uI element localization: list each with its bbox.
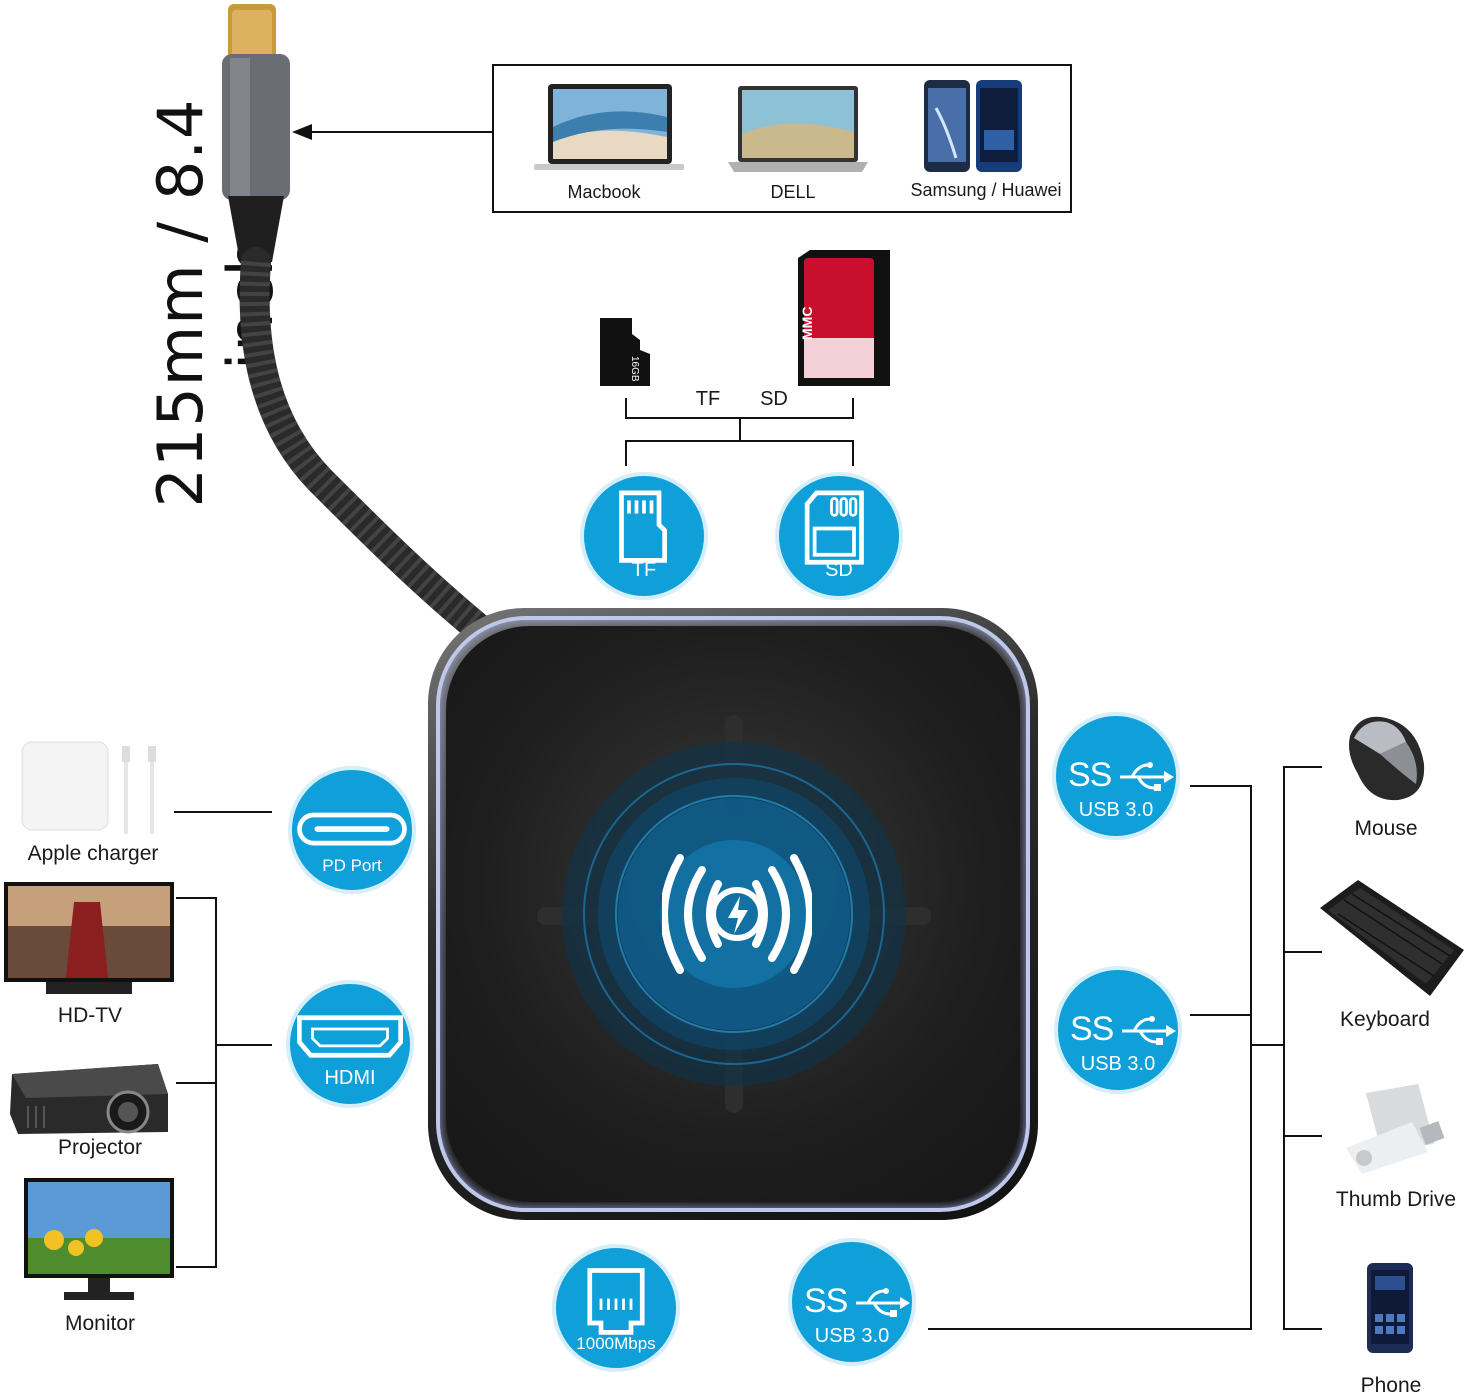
ethernet-port-icon	[587, 1268, 645, 1335]
connector-line	[176, 897, 217, 899]
connector-line	[176, 1266, 217, 1268]
device-label-dell: DELL	[770, 182, 816, 202]
keyboard-image	[1320, 880, 1464, 996]
projector-image	[10, 1064, 168, 1134]
usb-trident-icon	[1122, 1016, 1176, 1045]
superspeed-mark: SS	[1070, 1010, 1114, 1048]
tf-card-label: TF	[695, 388, 721, 410]
apple-charger-label: Apple charger	[27, 842, 159, 865]
hub-light-ring	[436, 616, 1030, 1212]
connector-line	[1284, 1135, 1322, 1137]
bracket-line	[625, 440, 854, 442]
microsd-print: 16GB	[629, 356, 640, 382]
connector-line	[1284, 951, 1322, 953]
usb-port-2-badge: SS USB 3.0	[1054, 966, 1182, 1094]
tf-port-badge: TF	[580, 472, 708, 600]
sd-print-mmc: MMC	[799, 307, 815, 340]
connector-line	[1284, 766, 1322, 768]
connector-line	[1251, 1044, 1285, 1046]
sd-card-icon	[804, 490, 864, 565]
mouse-image	[1349, 716, 1425, 801]
phone-image	[1367, 1263, 1413, 1353]
bracket-line	[625, 440, 627, 466]
usb-port-3-label: USB 3.0	[814, 1325, 890, 1347]
superspeed-mark: SS	[804, 1282, 848, 1320]
bracket-line	[852, 398, 854, 418]
usb-port-3-badge: SS USB 3.0	[788, 1238, 916, 1366]
device-label-macbook: Macbook	[567, 182, 641, 202]
keyboard-label: Keyboard	[1340, 1008, 1430, 1031]
connector-line	[176, 1082, 217, 1084]
usb-c-port-icon	[297, 812, 407, 846]
monitor-image	[24, 1178, 174, 1300]
connector-line	[1190, 785, 1252, 787]
hdmi-port-label: HDMI	[324, 1067, 376, 1089]
wireless-charging-icon	[662, 854, 812, 974]
tf-card-icon	[619, 490, 667, 563]
dell-laptop-image	[728, 86, 868, 172]
macbook-image	[534, 84, 684, 170]
hdtv-image	[4, 882, 174, 994]
superspeed-mark: SS	[1068, 756, 1112, 794]
phones-image	[924, 80, 1022, 172]
usb-port-1-badge: SS USB 3.0	[1052, 712, 1180, 840]
compatible-devices-panel: Macbook DELL Samsung / Huawei	[492, 64, 1072, 213]
phone-label: Phone	[1360, 1374, 1422, 1397]
connector-line	[1190, 1014, 1252, 1016]
connector-line	[1250, 785, 1252, 1330]
thumb-drive-image	[1346, 1084, 1445, 1174]
sd-card-label: SD	[760, 388, 788, 410]
hdmi-port-icon	[297, 1015, 403, 1058]
microsd-card-image: 16GB	[600, 318, 650, 386]
usb-port-1-label: USB 3.0	[1078, 799, 1154, 821]
hdtv-label: HD-TV	[57, 1004, 123, 1027]
monitor-label: Monitor	[64, 1312, 136, 1335]
connector-line	[928, 1328, 1252, 1330]
sd-card-image: MMC	[798, 250, 890, 386]
connector-line	[174, 811, 272, 813]
pd-port-badge: PD Port	[288, 766, 416, 894]
sd-port-badge: SD	[775, 472, 903, 600]
ethernet-port-label: 1000Mbps	[576, 1334, 656, 1353]
thumb-drive-label: Thumb Drive	[1335, 1188, 1457, 1211]
bracket-line	[625, 398, 627, 418]
hdmi-port-badge: HDMI	[286, 980, 414, 1108]
connector-line	[215, 897, 217, 1268]
mouse-label: Mouse	[1354, 817, 1418, 840]
bracket-line	[852, 440, 854, 466]
bracket-line	[739, 418, 741, 440]
tf-port-label: TF	[631, 559, 657, 581]
usb-trident-icon	[1120, 762, 1174, 791]
pd-port-label: PD Port	[322, 856, 382, 875]
projector-label: Projector	[57, 1136, 143, 1159]
usb-trident-icon	[856, 1288, 910, 1317]
connector-line	[216, 1044, 272, 1046]
apple-charger-image	[21, 741, 156, 834]
device-label-phones: Samsung / Huawei	[910, 180, 1062, 200]
usb-port-2-label: USB 3.0	[1080, 1053, 1156, 1075]
connector-line	[1284, 1328, 1322, 1330]
connector-line	[1283, 766, 1285, 1330]
ethernet-port-badge: 1000Mbps	[552, 1244, 680, 1372]
